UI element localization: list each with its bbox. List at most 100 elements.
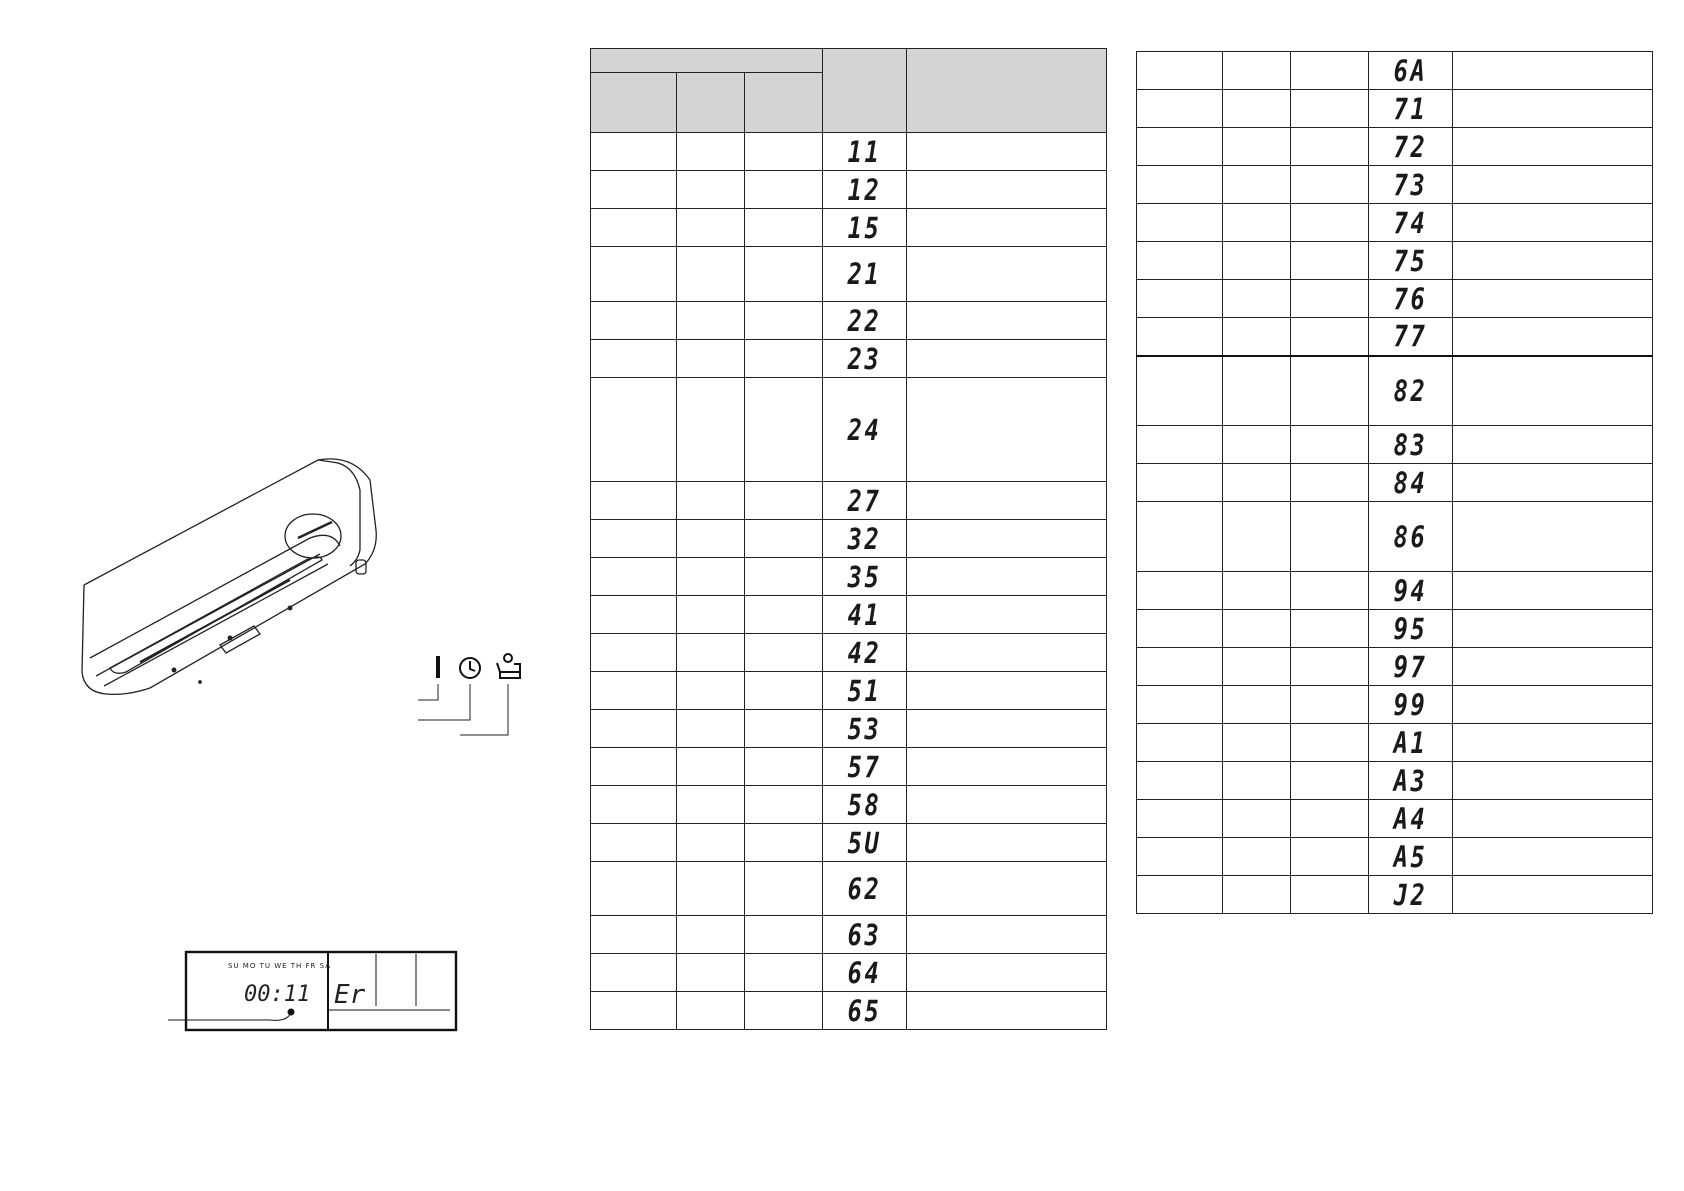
table-cell [1136, 165, 1223, 204]
table-cell [1290, 647, 1369, 686]
error-code: 95 [1393, 611, 1428, 646]
operation-lamp-icon [436, 656, 440, 678]
table-row: 5U [590, 823, 1108, 862]
table-cell [1136, 354, 1223, 426]
table-cell [1136, 317, 1223, 356]
table-row: 15 [590, 208, 1108, 247]
table-cell [590, 709, 677, 748]
table-cell [1290, 279, 1369, 318]
table-cell [1136, 425, 1223, 464]
error-code-cell: 75 [1368, 241, 1453, 280]
table-cell [676, 246, 745, 302]
table-cell [1222, 425, 1291, 464]
error-code: 75 [1393, 243, 1428, 278]
table-cell [1452, 51, 1653, 90]
table-cell [1222, 837, 1291, 876]
error-code: 23 [847, 341, 882, 376]
table-cell [743, 915, 824, 954]
error-code: 64 [847, 955, 882, 990]
table-row: 32 [590, 519, 1108, 558]
error-code: 97 [1393, 649, 1428, 684]
table-cell [743, 861, 824, 916]
table-cell [1290, 571, 1369, 610]
table-cell [1452, 241, 1653, 280]
table-cell [743, 595, 824, 634]
error-code-cell: 27 [822, 481, 908, 520]
table-cell [676, 339, 745, 378]
table-row: 22 [590, 301, 1108, 340]
error-code-cell: A5 [1368, 837, 1453, 876]
table-cell [743, 339, 824, 378]
table-cell [590, 339, 677, 378]
table-cell [676, 595, 745, 634]
table-cell [1222, 501, 1291, 572]
error-code-cell: 83 [1368, 425, 1453, 464]
lcd-error-label: Er [334, 980, 366, 1010]
table-row: 27 [590, 481, 1108, 520]
table-row: A1 [1136, 723, 1653, 762]
error-code-cell: 74 [1368, 203, 1453, 242]
error-code-cell: 58 [822, 785, 908, 824]
table-cell [906, 246, 1108, 302]
table-cell [1136, 609, 1223, 648]
table-cell [1136, 279, 1223, 318]
error-code: A4 [1393, 801, 1428, 836]
table-cell [743, 557, 824, 596]
table-cell [676, 132, 745, 171]
table-cell [590, 246, 677, 302]
table-row: 86 [1136, 501, 1653, 572]
table-cell [676, 557, 745, 596]
error-code: 21 [847, 257, 882, 291]
table-cell [1452, 501, 1653, 572]
table-cell [1452, 571, 1653, 610]
error-code: 99 [1393, 687, 1428, 722]
error-code: 51 [847, 673, 882, 708]
table-cell [1452, 685, 1653, 724]
table-cell [1136, 799, 1223, 838]
table-cell [1222, 241, 1291, 280]
table-cell [1222, 571, 1291, 610]
table-cell [1136, 203, 1223, 242]
table-row: 72 [1136, 127, 1653, 166]
error-code-cell: 24 [822, 377, 908, 482]
table-row: A5 [1136, 837, 1653, 876]
error-code: 35 [847, 559, 882, 594]
error-code-cell: 23 [822, 339, 908, 378]
table-row: 83 [1136, 425, 1653, 464]
table-row: 6A [1136, 51, 1653, 90]
table-row: 63 [590, 915, 1108, 954]
table-cell [743, 132, 824, 171]
table-cell [906, 519, 1108, 558]
table-cell [743, 709, 824, 748]
error-code: 86 [1393, 519, 1428, 554]
error-code-cell: 73 [1368, 165, 1453, 204]
table-cell [1222, 799, 1291, 838]
table-cell [906, 671, 1108, 710]
error-code-cell: 57 [822, 747, 908, 786]
table-cell [676, 861, 745, 916]
table-row: A4 [1136, 799, 1653, 838]
table-cell [1452, 127, 1653, 166]
error-code: 76 [1393, 281, 1428, 316]
error-code: 72 [1393, 129, 1428, 164]
table-cell [590, 481, 677, 520]
error-code-cell: 94 [1368, 571, 1453, 610]
table-cell [1452, 425, 1653, 464]
error-code: A1 [1393, 725, 1428, 760]
table-cell [743, 377, 824, 482]
error-code-cell: 65 [822, 991, 908, 1030]
table-cell [1452, 317, 1653, 356]
table-cell [906, 915, 1108, 954]
table-row: 75 [1136, 241, 1653, 280]
error-code-cell: 63 [822, 915, 908, 954]
error-code-cell: J2 [1368, 875, 1453, 914]
header-cell [589, 48, 824, 73]
table-cell [590, 991, 677, 1030]
table-cell [1222, 203, 1291, 242]
table-cell [590, 377, 677, 482]
table-cell [1452, 279, 1653, 318]
table-cell [743, 208, 824, 247]
error-code: 22 [847, 303, 882, 338]
error-code: 11 [847, 134, 882, 169]
table-cell [1136, 571, 1223, 610]
